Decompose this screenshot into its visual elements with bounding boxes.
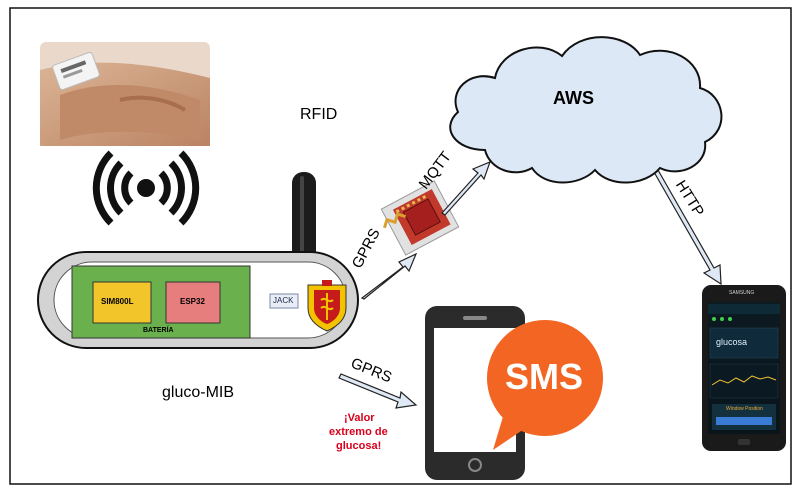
alert-line-3: glucosa!: [336, 440, 382, 452]
university-shield-logo: [307, 280, 347, 332]
phone-brand-label: SAMSUNG: [729, 290, 755, 296]
arrow-gprs-up: [360, 252, 418, 300]
bateria-label: BATERÍA: [143, 327, 174, 334]
rfid-label: RFID: [300, 106, 338, 123]
esp32-label: ESP32: [180, 297, 205, 306]
device-name-label: gluco-MIB: [162, 384, 235, 401]
window-position-label: Window Position: [726, 406, 763, 412]
wristband-photo: [40, 42, 210, 147]
gsm-module: [380, 180, 460, 256]
jack-port: [269, 293, 299, 309]
arrow-http: [645, 155, 722, 286]
arrow-gprs-sms: [338, 373, 418, 409]
aws-label: AWS: [553, 88, 595, 108]
sim800l-label: SIM800L: [101, 297, 134, 306]
gluco-mib-device: [37, 251, 359, 349]
sms-bubble-icon: [487, 320, 603, 450]
sms-label: SMS: [505, 356, 584, 397]
esp32-module: [165, 281, 221, 324]
arrow-mqtt: [441, 160, 492, 216]
aws-cloud: [449, 36, 723, 184]
smartphone-app: [702, 285, 786, 451]
sim800l-module: [92, 281, 152, 324]
app-title-label: glucosa: [716, 337, 748, 347]
jack-label: JACK: [273, 296, 294, 305]
rfid-waves-icon: [92, 150, 200, 226]
frame-border: [9, 7, 792, 485]
alert-line-1: ¡Valor: [344, 412, 375, 424]
alert-line-2: extremo de: [329, 426, 388, 438]
